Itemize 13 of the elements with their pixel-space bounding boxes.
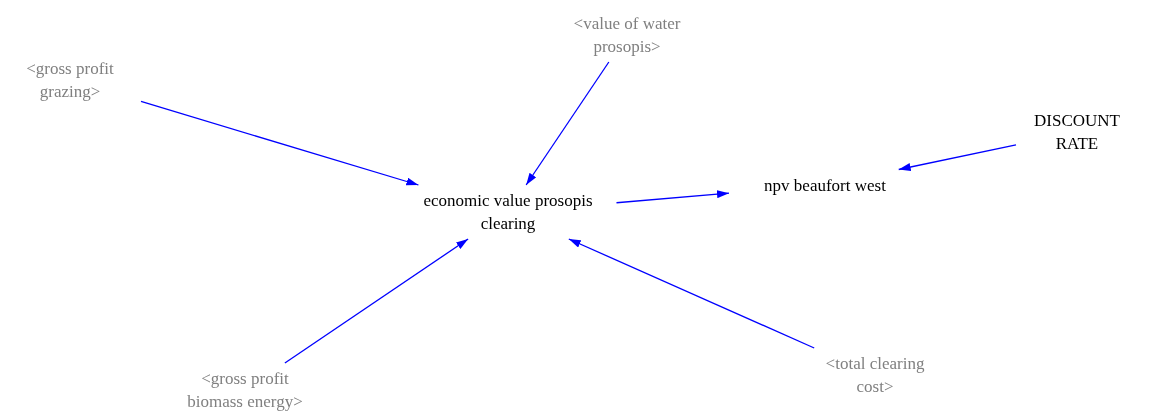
arrow [568,238,815,349]
shadow-variable-label: <total clearing cost> [812,352,938,398]
arrow [284,238,469,364]
arrow [525,61,610,186]
variable-label: DISCOUNT RATE [1022,109,1132,155]
shadow-variable-label: <value of water prosopis> [557,12,697,58]
variable-label: economic value prosopis clearing [405,189,611,235]
variable-label: npv beaufort west [735,173,915,197]
arrow [615,190,730,204]
arrow [140,100,420,186]
shadow-variable-label: <gross profit biomass energy> [172,367,318,413]
shadow-variable-label: <gross profit grazing> [5,57,135,103]
arrow [898,144,1017,171]
